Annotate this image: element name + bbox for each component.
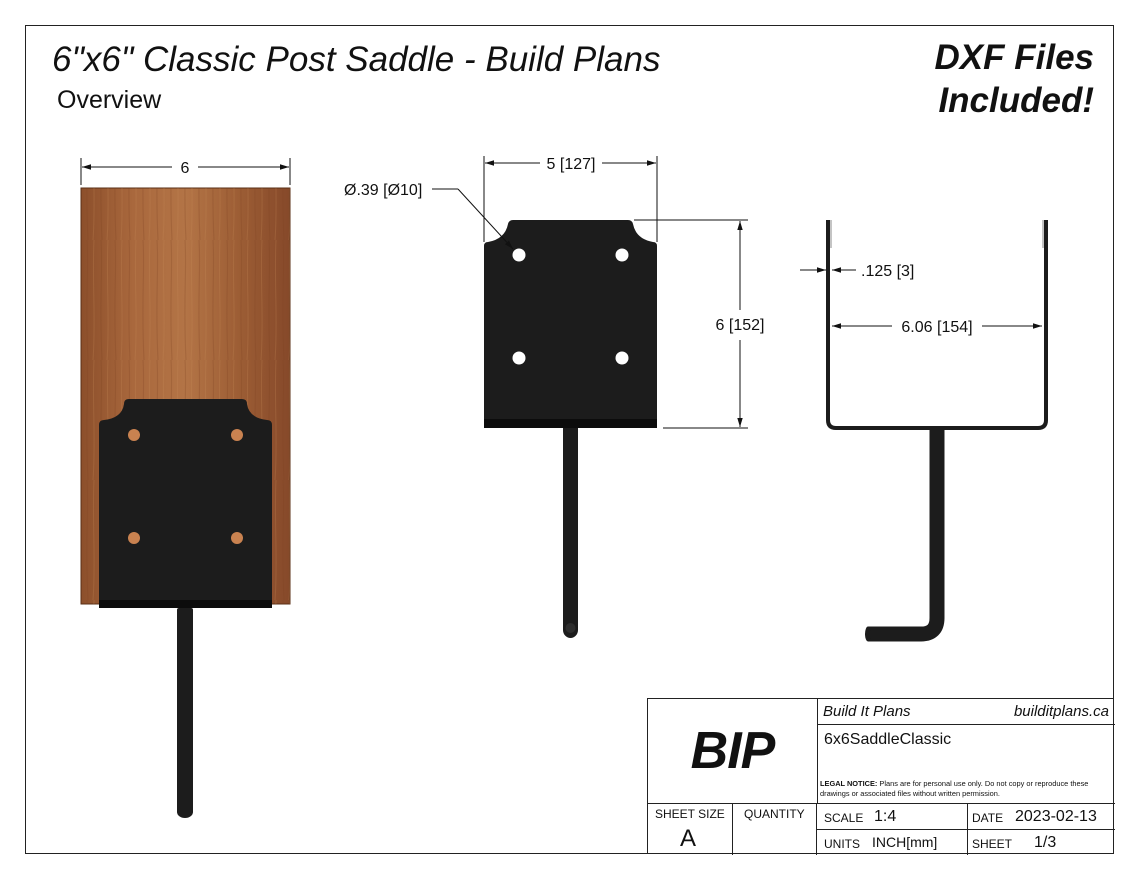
- bip-logo: BIP: [648, 699, 818, 804]
- side-anchor-rod: [868, 428, 945, 642]
- date-label: DATE: [972, 811, 1004, 825]
- drawing-sheet-border: [25, 25, 1114, 854]
- company-website: builditplans.ca: [1013, 703, 1109, 720]
- plate-hole: [512, 248, 526, 262]
- plate-hole: [231, 532, 243, 544]
- promo-text: DXF Files Included!: [874, 36, 1094, 122]
- overview-view: 6: [80, 158, 291, 818]
- sheet-size-value: A: [680, 825, 697, 852]
- scale-label: SCALE: [824, 811, 864, 825]
- plate-hole: [615, 248, 629, 262]
- units-label: UNITS: [824, 837, 860, 851]
- dim-plate-width: 5 [127]: [547, 156, 596, 173]
- date-value: 2023-02-13: [1015, 808, 1097, 825]
- legal-notice-label: LEGAL NOTICE:: [820, 779, 878, 788]
- anchor-rod-end: [177, 806, 193, 818]
- quantity-label: QUANTITY: [744, 807, 805, 821]
- dim-inner-width: 6.06 [154]: [901, 319, 972, 336]
- plate-hole: [128, 532, 140, 544]
- scale-date-row: [817, 803, 1115, 830]
- company-name: Build It Plans: [823, 703, 911, 720]
- front-plate: [484, 220, 657, 428]
- front-plate-edge: [484, 419, 657, 428]
- company-row: Build It Plans builditplans.ca: [817, 699, 1115, 725]
- promo-line-2: Included!: [938, 81, 1094, 120]
- plate-hole: [615, 351, 629, 365]
- sheet-size-label: SHEET SIZE: [655, 807, 725, 821]
- divider: [967, 803, 968, 855]
- legal-notice-text: Plans are for personal use only. Do not …: [820, 779, 1089, 798]
- plate-hole: [512, 351, 526, 365]
- sheet-value: 1/3: [1034, 834, 1057, 851]
- page-title: 6"x6" Classic Post Saddle - Build Plans: [52, 40, 661, 79]
- saddle-plate-edge: [99, 600, 272, 608]
- legal-notice: LEGAL NOTICE: Plans are for personal use…: [820, 779, 1110, 799]
- plate-hole: [231, 429, 243, 441]
- title-block: BIP Build It Plans builditplans.ca 6x6Sa…: [647, 698, 1115, 855]
- quantity-cell: QUANTITY: [733, 803, 817, 855]
- dim-thickness: .125 [3]: [861, 263, 914, 280]
- page-subtitle: Overview: [57, 86, 162, 114]
- dim-post-width: 6: [181, 160, 190, 177]
- scale-value: 1:4: [874, 808, 897, 825]
- plate-hole: [128, 429, 140, 441]
- promo-line-1: DXF Files: [934, 38, 1094, 77]
- dim-hole-diameter: Ø.39 [Ø10]: [344, 182, 422, 199]
- sheet-size-cell: SHEET SIZE A: [648, 803, 733, 855]
- units-value: INCH[mm]: [872, 834, 938, 850]
- sheet-label: SHEET: [972, 837, 1013, 851]
- saddle-plate: [99, 399, 272, 608]
- anchor-rod: [177, 608, 193, 813]
- side-view: .125 [3] 6.06 [154]: [800, 220, 1048, 642]
- front-anchor-rod: [563, 428, 578, 630]
- front-view: 5 [127] Ø.39 [Ø10] 6 [152]: [344, 156, 764, 638]
- drawing-name: 6x6SaddleClassic: [824, 731, 952, 748]
- dim-plate-height: 6 [152]: [716, 317, 765, 334]
